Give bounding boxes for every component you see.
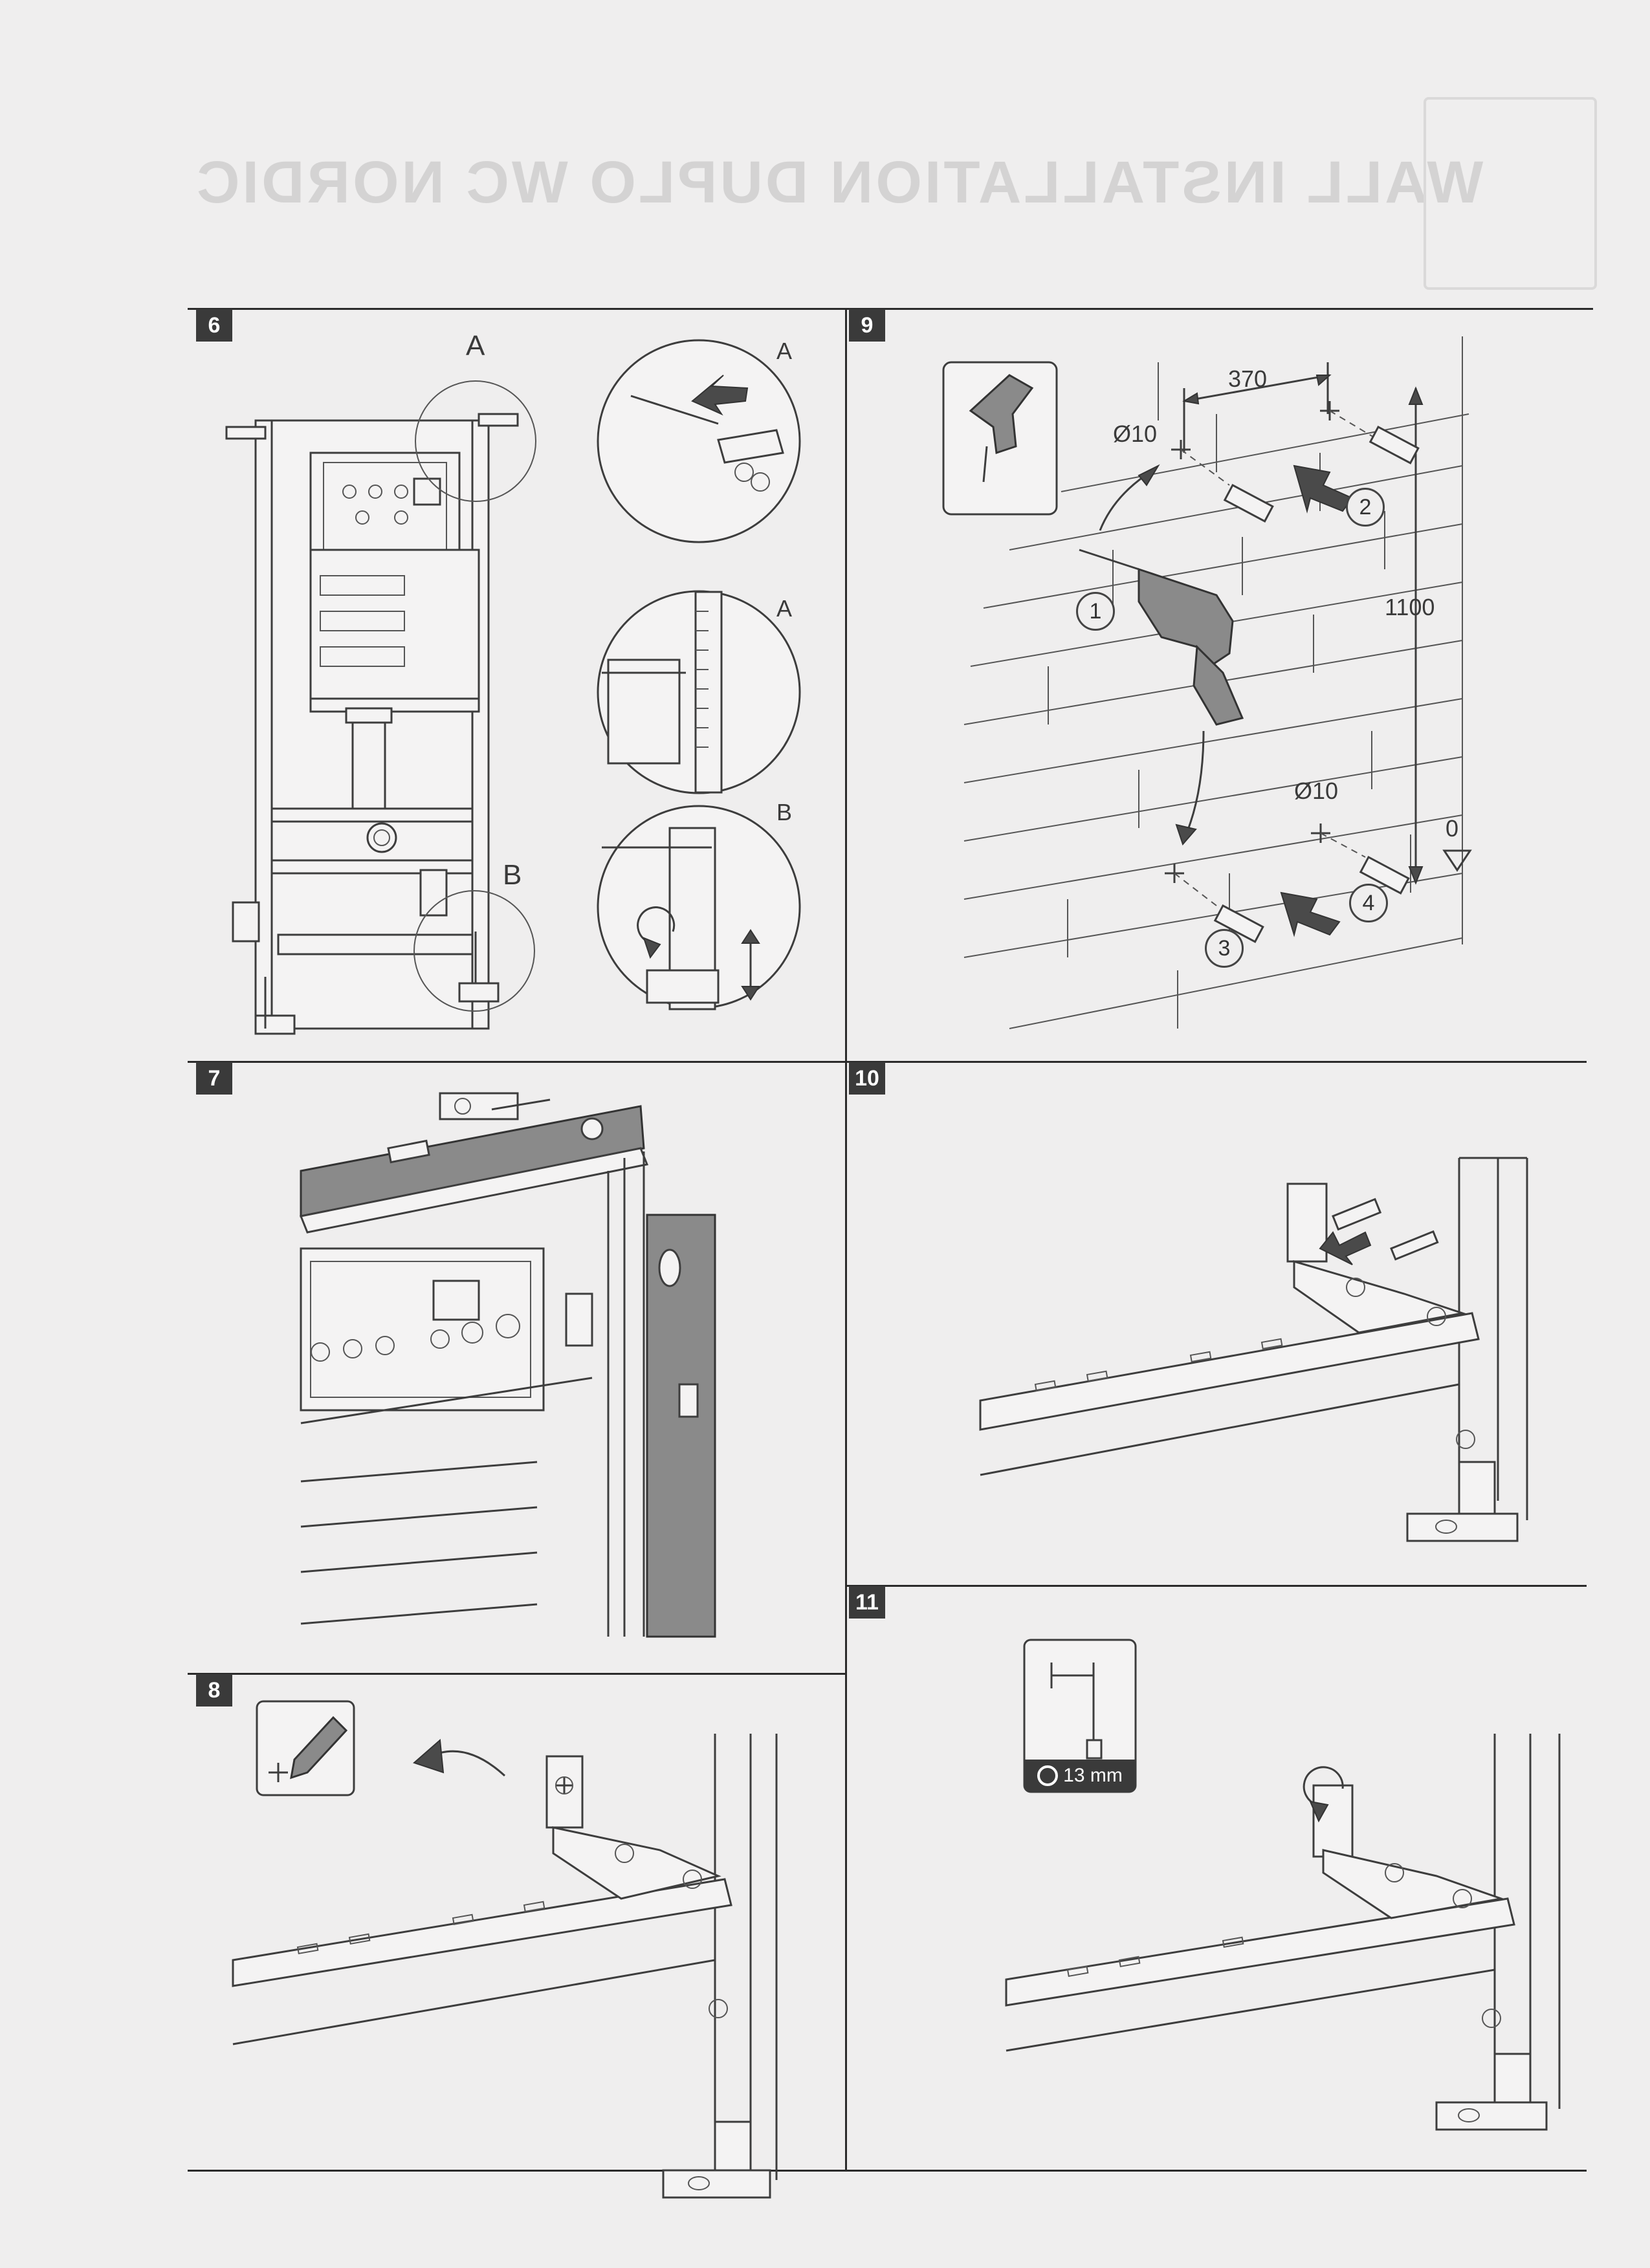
rule-10-11 (845, 1585, 1587, 1587)
rule-bottom (188, 2170, 1587, 2172)
step9-hole-bottom: Ø10 (1294, 778, 1339, 804)
step-number-7: 7 (196, 1062, 232, 1095)
rule-9-10 (845, 1061, 1587, 1063)
step6-inset-label-a-mid: A (776, 595, 793, 622)
step-number-11: 11 (849, 1586, 885, 1619)
step9-dim-spacing: 370 (1228, 365, 1268, 392)
step9-hole-top: Ø10 (1113, 420, 1158, 447)
step6-detail-label-a: A (466, 330, 485, 362)
step-number-9: 9 (849, 309, 885, 342)
step6-inset-label-b: B (776, 799, 793, 825)
step9-callout-4: 4 (1349, 884, 1388, 922)
step-number-8: 8 (196, 1674, 232, 1706)
step9-dim-zero: 0 (1446, 815, 1459, 842)
wrench-size-label: 13 mm (1063, 1765, 1123, 1786)
rule-divider-vertical (845, 308, 847, 2171)
step-number-6: 6 (196, 309, 232, 342)
wrench-size-badge: 13 mm (1024, 1760, 1136, 1792)
pencil-mark-icon (257, 1701, 354, 1795)
rule-top (188, 308, 1593, 310)
step9-callout-1: 1 (1076, 592, 1115, 631)
step-number-10: 10 (849, 1062, 885, 1095)
rule-7-8 (188, 1673, 845, 1675)
step9-dim-height: 1100 (1385, 594, 1435, 620)
hex-nut-icon (1037, 1765, 1059, 1786)
step9-callout-3: 3 (1205, 929, 1244, 968)
step9-callout-2: 2 (1346, 488, 1385, 527)
ghost-logo (1424, 97, 1597, 290)
step6-detail-label-b: B (503, 859, 522, 891)
step6-inset-label-a-top: A (776, 338, 793, 364)
rule-6-7 (188, 1061, 845, 1063)
